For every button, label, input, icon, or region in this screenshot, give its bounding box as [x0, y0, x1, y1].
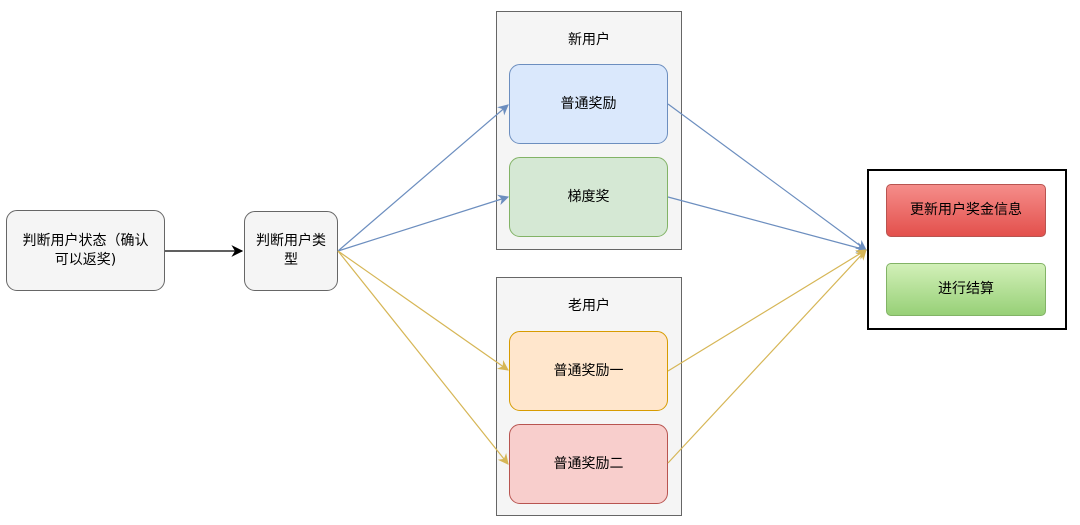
update-bonus-info-node[interactable]: 更新用户奖金信息: [886, 184, 1046, 237]
check-user-type-node[interactable]: 判断用户类 型: [244, 211, 338, 291]
normal-reward-label: 普通奖励: [560, 95, 617, 112]
normal-reward-1-label: 普通奖励一: [553, 362, 624, 379]
edge-tiered-reward-to-result: [667, 196, 868, 253]
edge-normal-reward-to-result: [667, 103, 867, 251]
normal-reward-node[interactable]: 普通奖励: [509, 64, 668, 144]
new-user-group-title: 新用户: [568, 32, 610, 48]
normal-reward-2-label: 普通奖励二: [553, 455, 624, 472]
edge-type-to-tiered-reward: [337, 194, 510, 252]
edge-normal-reward-1-to-result: [667, 249, 867, 372]
check-user-status-line1: 判断用户状态（确认: [22, 232, 149, 249]
edge-type-to-normal-reward-2: [337, 250, 509, 465]
update-bonus-info-label: 更新用户奖金信息: [910, 202, 1022, 218]
settle-label: 进行结算: [938, 281, 994, 297]
edge-type-to-normal-reward: [337, 104, 509, 252]
settle-node[interactable]: 进行结算: [886, 263, 1046, 316]
normal-reward-2-node[interactable]: 普通奖励二: [509, 424, 668, 504]
normal-reward-1-node[interactable]: 普通奖励一: [509, 331, 668, 411]
check-user-type-line1: 判断用户类: [256, 233, 326, 249]
edge-normal-reward-2-to-result: [667, 249, 867, 464]
tiered-reward-node[interactable]: 梯度奖: [509, 157, 668, 237]
check-user-status-node[interactable]: 判断用户状态（确认 可以返奖): [6, 210, 165, 291]
tiered-reward-label: 梯度奖: [567, 188, 610, 205]
check-user-type-line2: 型: [284, 252, 298, 268]
check-user-status-line2: 可以返奖): [54, 251, 117, 268]
old-user-group-title: 老用户: [568, 298, 610, 314]
edge-type-to-normal-reward-1: [337, 250, 509, 371]
